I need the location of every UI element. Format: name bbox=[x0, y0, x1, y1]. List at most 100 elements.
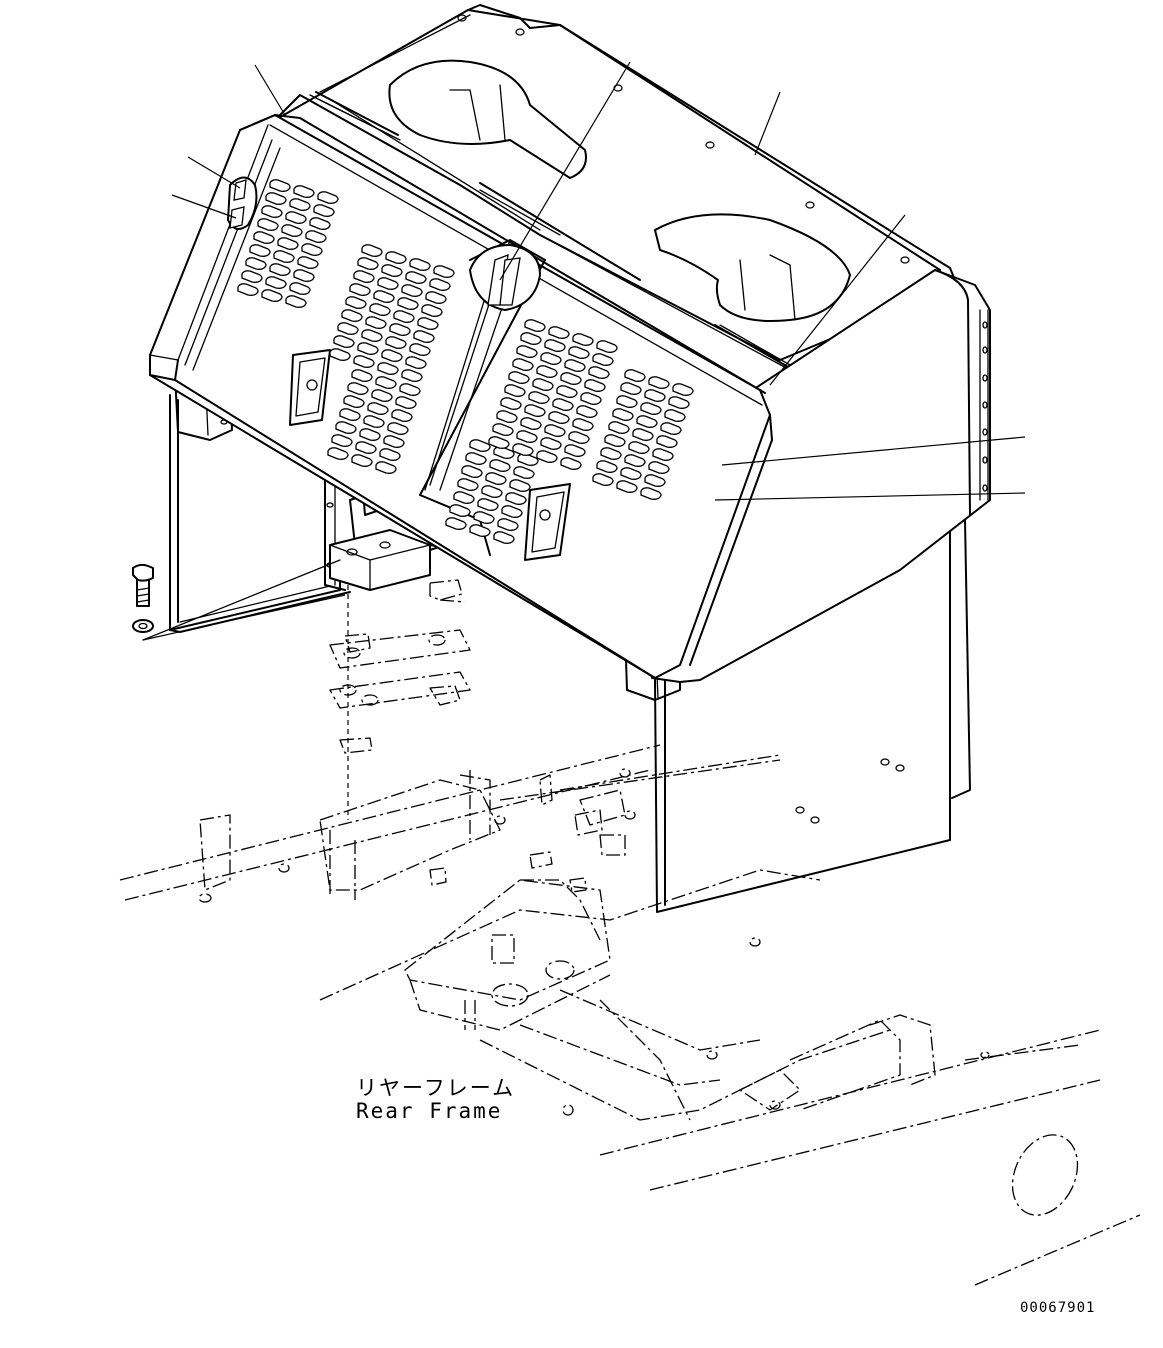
louver-slot bbox=[257, 218, 279, 231]
louver-slot bbox=[513, 466, 535, 479]
louver-slot bbox=[473, 511, 495, 524]
louver-slot bbox=[512, 358, 534, 371]
louver-slot bbox=[548, 411, 570, 424]
louver-slot bbox=[333, 335, 355, 348]
louver-slot bbox=[301, 243, 323, 256]
louver-slot bbox=[492, 423, 514, 436]
louver-slot bbox=[564, 444, 586, 457]
front-panel bbox=[149, 99, 771, 679]
louver-slot bbox=[485, 472, 507, 485]
louver-slot bbox=[445, 517, 467, 530]
louver-slot bbox=[373, 290, 395, 303]
louver-slot bbox=[608, 421, 630, 434]
bolt-and-washer bbox=[132, 559, 341, 641]
louver-grilles bbox=[237, 179, 694, 544]
louver-slot bbox=[564, 359, 586, 372]
louver-slot bbox=[361, 244, 383, 257]
louver-slot bbox=[560, 457, 582, 470]
louver-slot bbox=[285, 211, 307, 224]
louver-slot bbox=[524, 404, 546, 417]
louver-slot bbox=[365, 316, 387, 329]
louver-slot bbox=[289, 198, 311, 211]
louver-slot bbox=[536, 365, 558, 378]
louver-slot bbox=[265, 192, 287, 205]
leader-lines bbox=[142, 61, 1026, 641]
louver-slot bbox=[648, 376, 670, 389]
louver-slot bbox=[347, 382, 369, 395]
louver-slot bbox=[640, 402, 662, 415]
louver-slot bbox=[596, 340, 618, 353]
louver-slot bbox=[245, 257, 267, 270]
louver-slot bbox=[616, 480, 638, 493]
louver-slot bbox=[409, 258, 431, 271]
louver-slot bbox=[636, 415, 658, 428]
louver-slot bbox=[353, 355, 375, 368]
louver-slot bbox=[520, 332, 542, 345]
louver-slot bbox=[568, 346, 590, 359]
louver-slot bbox=[425, 291, 447, 304]
louver-slot bbox=[500, 397, 522, 410]
louver-slot bbox=[401, 369, 423, 382]
louver-slot bbox=[624, 369, 646, 382]
louver-slot bbox=[399, 383, 421, 396]
louver-slot bbox=[544, 424, 566, 437]
louver-slot bbox=[465, 452, 487, 465]
louver-slot bbox=[648, 461, 670, 474]
louver-slot bbox=[293, 185, 315, 198]
louver-slot bbox=[261, 289, 283, 302]
louver-slot bbox=[313, 204, 335, 217]
louver-slot bbox=[293, 269, 315, 282]
louver-slot bbox=[620, 467, 642, 480]
louver-slot bbox=[369, 303, 391, 316]
louver-slot bbox=[335, 421, 357, 434]
drawing-number: 00067901 bbox=[1020, 1300, 1096, 1316]
louver-slot bbox=[285, 295, 307, 308]
louver-slot bbox=[351, 369, 373, 382]
louver-slot bbox=[481, 485, 503, 498]
louver-slot bbox=[544, 339, 566, 352]
louver-slot bbox=[516, 430, 538, 443]
louver-slot bbox=[620, 382, 642, 395]
louver-slot bbox=[469, 439, 491, 452]
louver-slot bbox=[584, 379, 606, 392]
louver-slot bbox=[429, 278, 451, 291]
louver-slot bbox=[596, 460, 618, 473]
louver-slot bbox=[253, 231, 275, 244]
louver-slot bbox=[405, 271, 427, 284]
louver-slot bbox=[385, 336, 407, 349]
louver-slot bbox=[508, 371, 530, 384]
louver-slot bbox=[469, 524, 491, 537]
louver-slot bbox=[576, 405, 598, 418]
louver-slot bbox=[592, 473, 614, 486]
louver-slot bbox=[249, 244, 271, 257]
louver-slot bbox=[273, 250, 295, 263]
louver-slot bbox=[580, 392, 602, 405]
louver-slot bbox=[512, 443, 534, 456]
louver-slot bbox=[632, 428, 654, 441]
louver-slot bbox=[421, 304, 443, 317]
louver-slot bbox=[528, 391, 550, 404]
louver-slot bbox=[624, 454, 646, 467]
rear-frame-label-jp: リヤーフレーム bbox=[356, 1076, 516, 1100]
louver-slot bbox=[489, 459, 511, 472]
left-support-bracket bbox=[169, 369, 471, 633]
louver-slot bbox=[600, 447, 622, 460]
louver-slot bbox=[628, 441, 650, 454]
louver-slot bbox=[540, 437, 562, 450]
louver-slot bbox=[457, 478, 479, 491]
louver-slot bbox=[357, 342, 379, 355]
louver-slot bbox=[241, 270, 263, 283]
louver-slot bbox=[433, 265, 455, 278]
louver-slot bbox=[317, 191, 339, 204]
louver-slot bbox=[413, 330, 435, 343]
louver-slot bbox=[536, 450, 558, 463]
louver-slot bbox=[664, 409, 686, 422]
rear-frame-label-en: Rear Frame bbox=[356, 1099, 503, 1123]
louver-slot bbox=[644, 474, 666, 487]
louver-slot bbox=[341, 309, 363, 322]
louver-slot bbox=[616, 395, 638, 408]
louver-slot bbox=[375, 461, 397, 474]
louver-slot bbox=[395, 396, 417, 409]
louver-slot bbox=[331, 434, 353, 447]
